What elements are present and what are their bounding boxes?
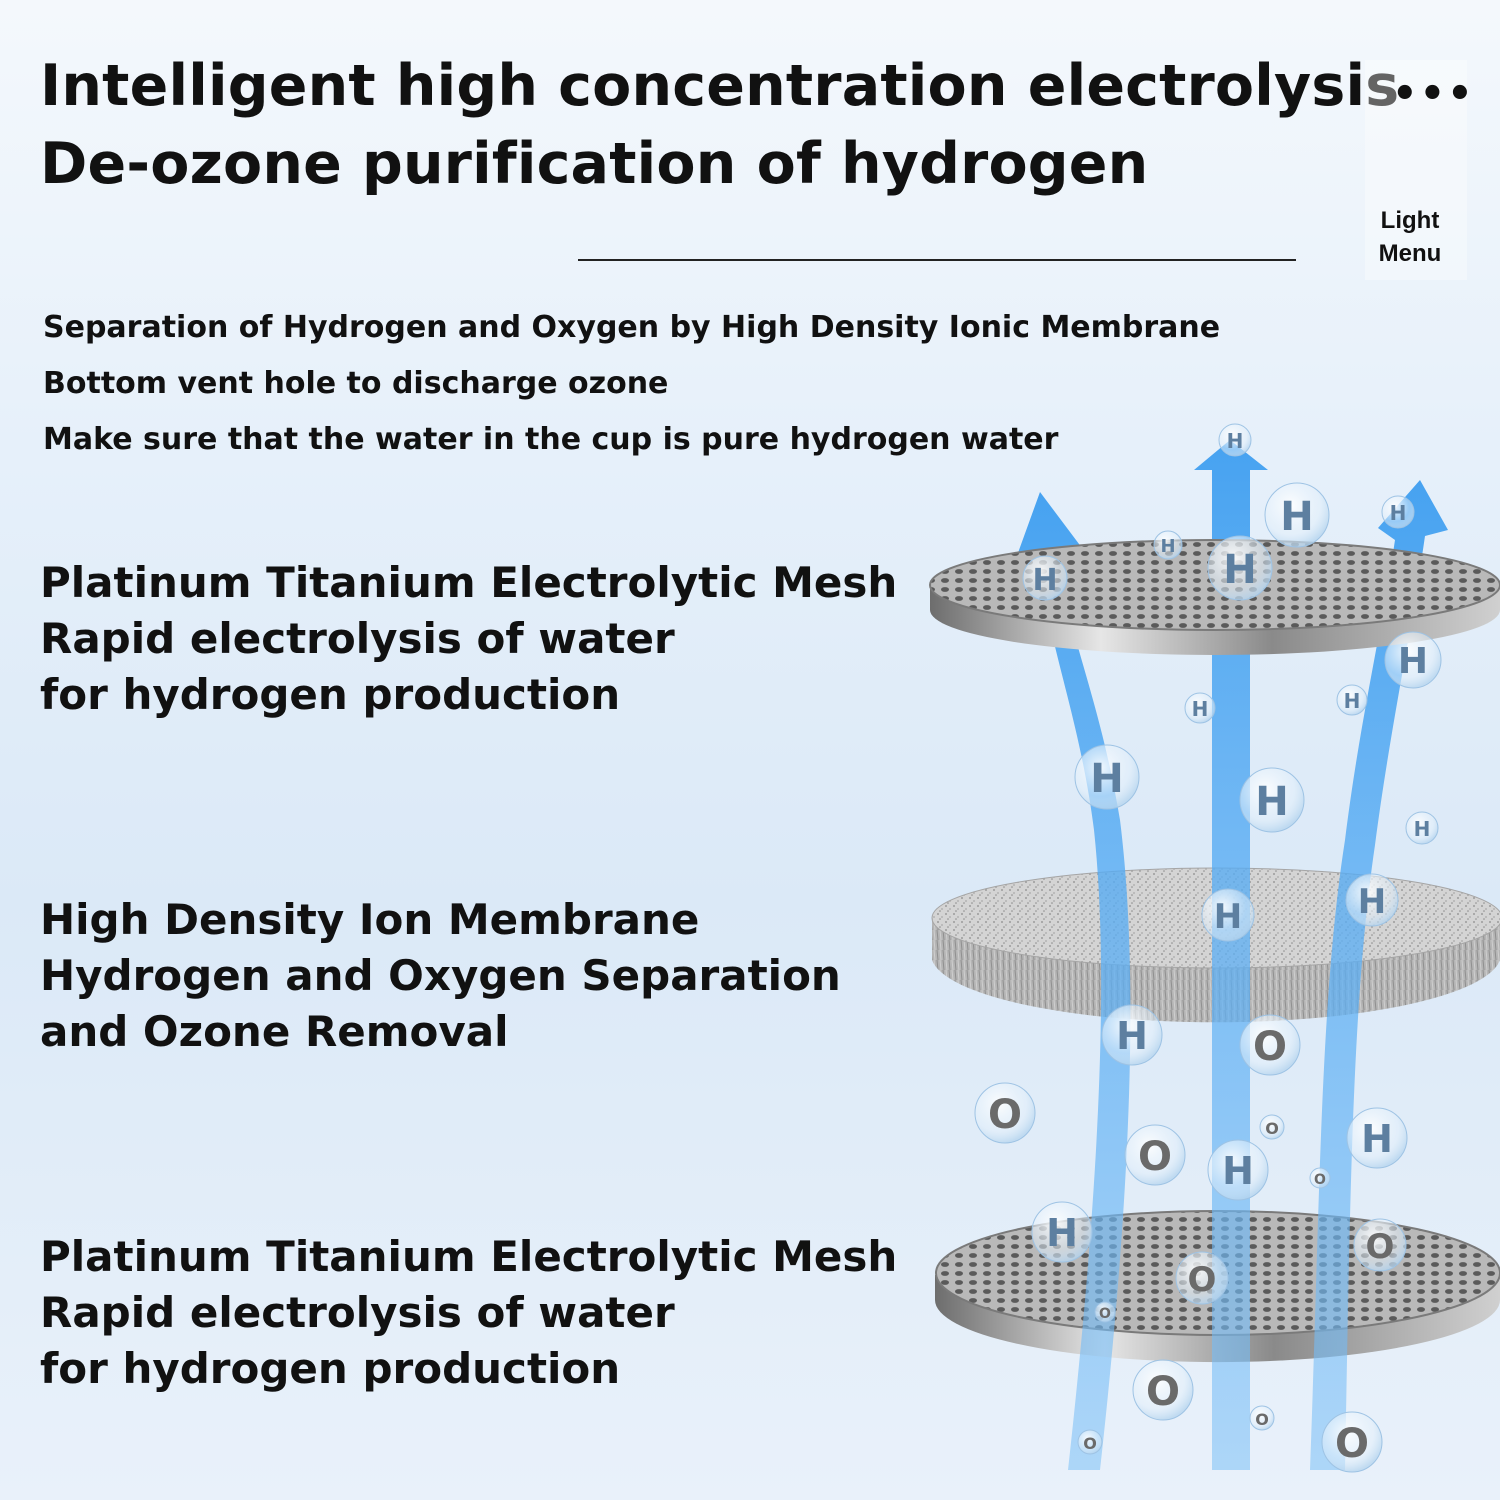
svg-text:H: H bbox=[1398, 641, 1428, 682]
svg-text:H: H bbox=[1192, 697, 1209, 721]
oxygen-bubble: O bbox=[1249, 1405, 1275, 1431]
svg-text:O: O bbox=[1255, 1410, 1269, 1429]
svg-text:O: O bbox=[1146, 1369, 1180, 1415]
svg-text:H: H bbox=[1358, 882, 1386, 922]
layer-line: and Ozone Removal bbox=[40, 1007, 509, 1056]
hydrogen-bubble: H bbox=[1381, 495, 1415, 529]
svg-text:O: O bbox=[1314, 1172, 1326, 1188]
hydrogen-bubble: H bbox=[1218, 423, 1252, 457]
oxygen-bubble: O bbox=[1175, 1251, 1229, 1305]
menu-panel bbox=[1365, 60, 1467, 280]
hydrogen-bubble: H bbox=[1153, 530, 1183, 560]
svg-text:H: H bbox=[1361, 1117, 1393, 1161]
svg-text:O: O bbox=[1138, 1134, 1172, 1180]
oxygen-bubble: O bbox=[1239, 1014, 1301, 1076]
svg-text:H: H bbox=[1090, 756, 1123, 802]
hydrogen-bubble: H bbox=[1239, 767, 1305, 833]
layer-description-bottom-mesh: Platinum Titanium Electrolytic Mesh Rapi… bbox=[40, 1229, 897, 1397]
hydrogen-bubble: H bbox=[1201, 888, 1255, 942]
svg-text:O: O bbox=[1099, 1306, 1111, 1322]
svg-text:H: H bbox=[1032, 563, 1057, 598]
layer-line: Hydrogen and Oxygen Separation bbox=[40, 951, 841, 1000]
oxygen-bubble: O bbox=[1321, 1411, 1383, 1473]
svg-text:O: O bbox=[988, 1092, 1022, 1138]
oxygen-bubble: O bbox=[1124, 1124, 1186, 1186]
hydrogen-bubble: H bbox=[1336, 684, 1368, 716]
hydrogen-bubble: H bbox=[1264, 482, 1330, 548]
intro-line: Bottom vent hole to discharge ozone bbox=[43, 366, 669, 401]
layer-line: Rapid electrolysis of water bbox=[40, 614, 675, 663]
intro-text: Separation of Hydrogen and Oxygen by Hig… bbox=[43, 300, 1220, 468]
page-title-line-2: De-ozone purification of hydrogen bbox=[40, 131, 1149, 197]
svg-text:O: O bbox=[1335, 1421, 1369, 1467]
layer-line: Platinum Titanium Electrolytic Mesh bbox=[40, 1232, 898, 1281]
svg-text:H: H bbox=[1046, 1211, 1078, 1255]
svg-text:H: H bbox=[1222, 1149, 1254, 1193]
svg-text:O: O bbox=[1265, 1119, 1279, 1138]
svg-text:H: H bbox=[1214, 897, 1242, 937]
oxygen-bubble: O bbox=[1259, 1114, 1285, 1140]
svg-text:H: H bbox=[1414, 817, 1431, 841]
svg-text:H: H bbox=[1255, 779, 1288, 825]
svg-text:H: H bbox=[1223, 547, 1256, 593]
hydrogen-bubble: H bbox=[1074, 744, 1140, 810]
oxygen-bubble: O bbox=[974, 1082, 1036, 1144]
svg-text:H: H bbox=[1344, 689, 1361, 713]
layer-description-top-mesh: Platinum Titanium Electrolytic Mesh Rapi… bbox=[40, 555, 897, 723]
layer-description-membrane: High Density Ion Membrane Hydrogen and O… bbox=[40, 892, 841, 1060]
svg-text:H: H bbox=[1280, 494, 1313, 540]
oxygen-bubble: O bbox=[1353, 1218, 1407, 1272]
menu-label-line-2: Menu bbox=[1378, 240, 1442, 267]
oxygen-bubble: O bbox=[1132, 1359, 1194, 1421]
svg-text:H: H bbox=[1390, 501, 1407, 525]
oxygen-bubble: O bbox=[1094, 1301, 1116, 1323]
intro-line: Make sure that the water in the cup is p… bbox=[43, 422, 1059, 457]
hydrogen-bubble: H bbox=[1031, 1201, 1093, 1263]
menu-label-line-1: Light bbox=[1380, 207, 1440, 234]
hydrogen-bubble: H bbox=[1345, 873, 1399, 927]
layer-line: Rapid electrolysis of water bbox=[40, 1288, 675, 1337]
title-divider bbox=[578, 259, 1296, 261]
hydrogen-bubble: H bbox=[1405, 811, 1439, 845]
layer-line: High Density Ion Membrane bbox=[40, 895, 700, 944]
oxygen-bubble: O bbox=[1309, 1167, 1331, 1189]
svg-text:O: O bbox=[1366, 1227, 1395, 1267]
layer-line: for hydrogen production bbox=[40, 1344, 621, 1393]
hydrogen-bubble: H bbox=[1207, 1139, 1269, 1201]
svg-text:H: H bbox=[1227, 429, 1244, 453]
hydrogen-bubble: H bbox=[1384, 631, 1442, 689]
svg-text:O: O bbox=[1083, 1434, 1097, 1453]
hydrogen-bubble: H bbox=[1022, 555, 1068, 601]
light-menu-button[interactable]: Light Menu bbox=[1370, 204, 1450, 270]
svg-text:H: H bbox=[1116, 1014, 1148, 1058]
svg-text:H: H bbox=[1160, 536, 1175, 557]
layer-line: for hydrogen production bbox=[40, 670, 621, 719]
svg-text:O: O bbox=[1253, 1024, 1287, 1070]
layer-line: Platinum Titanium Electrolytic Mesh bbox=[40, 558, 898, 607]
more-menu-icon[interactable]: ••• bbox=[1392, 71, 1475, 117]
hydrogen-bubble: H bbox=[1346, 1107, 1408, 1169]
page-title-line-1: Intelligent high concentration electroly… bbox=[40, 53, 1400, 119]
gas-bubbles: H H H H H H H H H H H H H H H H H H O O … bbox=[974, 423, 1442, 1473]
svg-text:O: O bbox=[1188, 1260, 1217, 1300]
hydrogen-bubble: H bbox=[1207, 535, 1273, 601]
hydrogen-flow-arrows bbox=[1010, 440, 1448, 1470]
hydrogen-bubble: H bbox=[1101, 1004, 1163, 1066]
hydrogen-bubble: H bbox=[1184, 692, 1216, 724]
oxygen-bubble: O bbox=[1077, 1429, 1103, 1455]
intro-line: Separation of Hydrogen and Oxygen by Hig… bbox=[43, 310, 1221, 345]
